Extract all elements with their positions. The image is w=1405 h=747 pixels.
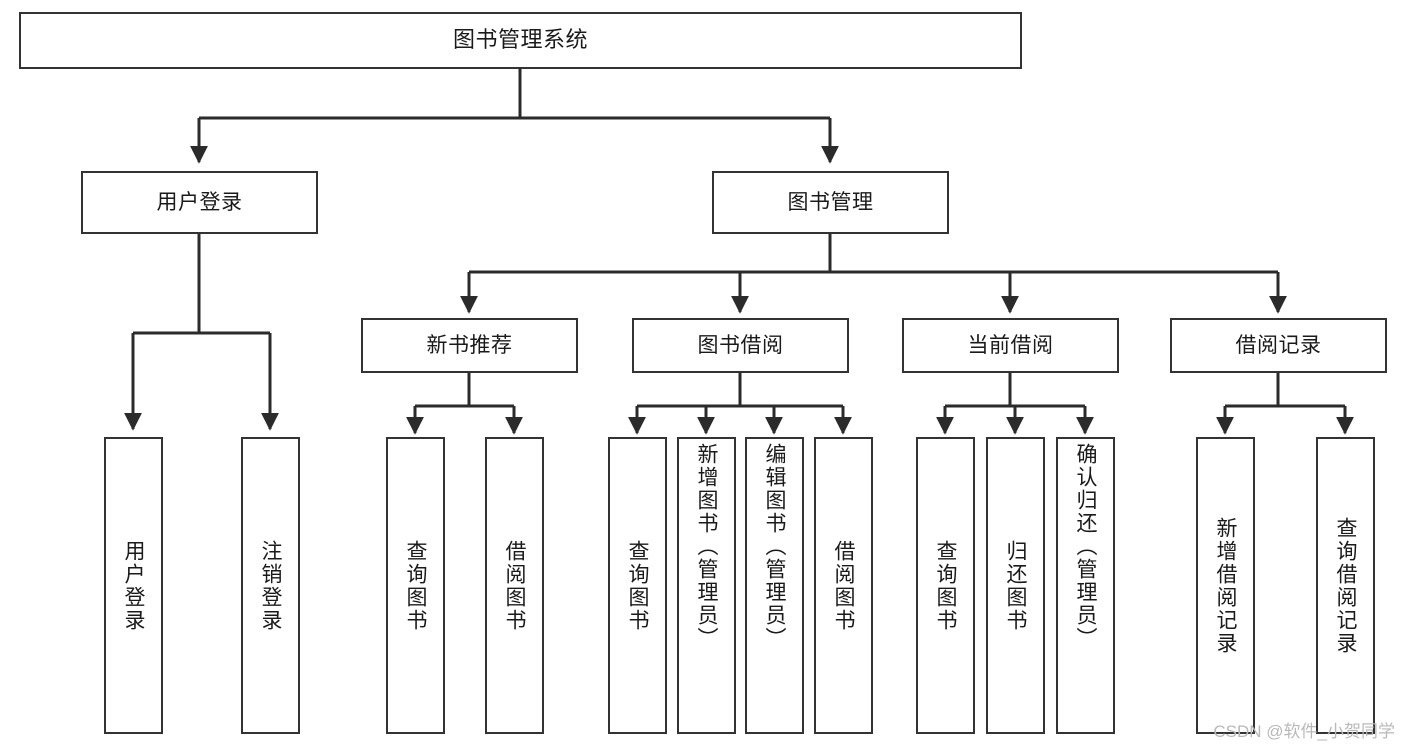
- node-label: 新增图书（管理员）: [695, 443, 718, 650]
- node-label: 查询借阅记录: [1334, 516, 1357, 655]
- node-label: 注销登录: [259, 539, 282, 632]
- leaf-query-book-borrow[interactable]: 查询图书: [608, 437, 667, 734]
- node-borrow-record[interactable]: 借阅记录: [1170, 318, 1387, 373]
- node-label: 图书管理系统: [452, 27, 588, 53]
- leaf-query-book-current[interactable]: 查询图书: [916, 437, 975, 734]
- node-book-manage[interactable]: 图书管理: [712, 171, 949, 234]
- node-user-login[interactable]: 用户登录: [81, 171, 318, 234]
- node-root-book-management-system[interactable]: 图书管理系统: [19, 12, 1022, 69]
- node-label: 借阅记录: [1235, 333, 1322, 357]
- node-label: 编辑图书（管理员）: [763, 443, 786, 650]
- node-label: 新书推荐: [426, 333, 513, 357]
- node-label: 借阅图书: [832, 539, 855, 632]
- leaf-confirm-return-admin[interactable]: 确认归还（管理员）: [1056, 437, 1115, 734]
- node-label: 借阅图书: [503, 539, 526, 632]
- node-current-borrow[interactable]: 当前借阅: [902, 318, 1119, 373]
- node-label: 查询图书: [404, 539, 427, 632]
- node-label: 归还图书: [1004, 539, 1027, 632]
- leaf-return-book[interactable]: 归还图书: [986, 437, 1045, 734]
- node-label: 用户登录: [122, 539, 145, 632]
- node-new-book-recommend[interactable]: 新书推荐: [361, 318, 578, 373]
- leaf-borrow-book-recommend[interactable]: 借阅图书: [485, 437, 544, 734]
- node-label: 图书管理: [787, 190, 874, 214]
- node-label: 图书借阅: [697, 333, 784, 357]
- leaf-logout-login[interactable]: 注销登录: [241, 437, 300, 734]
- leaf-user-login[interactable]: 用户登录: [104, 437, 163, 734]
- leaf-query-book-recommend[interactable]: 查询图书: [386, 437, 445, 734]
- leaf-borrow-book-borrow[interactable]: 借阅图书: [814, 437, 873, 734]
- csdn-watermark: CSDN @软件_小贺同学: [1213, 722, 1395, 741]
- node-label: 用户登录: [156, 190, 243, 214]
- leaf-add-book-admin[interactable]: 新增图书（管理员）: [677, 437, 736, 734]
- node-label: 查询图书: [934, 539, 957, 632]
- leaf-query-borrow-record[interactable]: 查询借阅记录: [1316, 437, 1375, 734]
- node-label: 当前借阅: [967, 333, 1054, 357]
- leaf-add-borrow-record[interactable]: 新增借阅记录: [1196, 437, 1255, 734]
- node-book-borrow[interactable]: 图书借阅: [632, 318, 849, 373]
- node-label: 新增借阅记录: [1214, 516, 1237, 655]
- node-label: 确认归还（管理员）: [1074, 443, 1097, 650]
- leaf-edit-book-admin[interactable]: 编辑图书（管理员）: [745, 437, 804, 734]
- node-label: 查询图书: [626, 539, 649, 632]
